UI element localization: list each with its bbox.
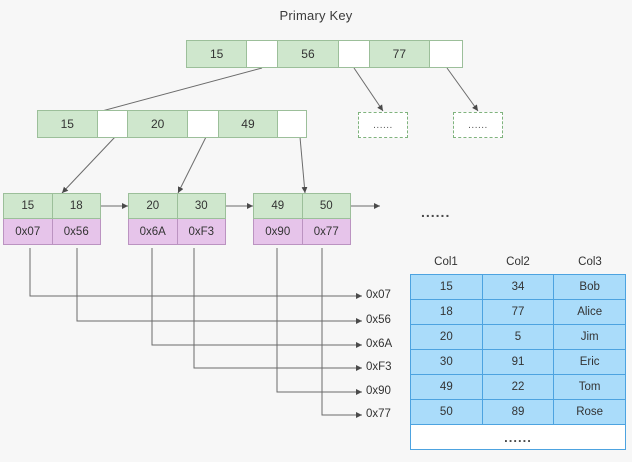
leaf-3-pointer-1[interactable]: 0x90 bbox=[254, 219, 303, 244]
dashed-node-2-label: ...... bbox=[468, 119, 488, 131]
edge-ptr-0x77 bbox=[321, 248, 362, 418]
table-row[interactable]: 49 22 Tom bbox=[410, 374, 626, 400]
table-more-label: ...... bbox=[410, 424, 626, 450]
internal-pointer-cell-2[interactable] bbox=[187, 111, 219, 137]
root-pointer-cell-3[interactable] bbox=[429, 41, 463, 67]
cell-r3c3: Jim bbox=[553, 324, 626, 350]
leaf-1-key-1[interactable]: 15 bbox=[4, 194, 53, 218]
edge-internal-to-leaf-1 bbox=[61, 136, 116, 194]
dashed-node-2[interactable]: ...... bbox=[453, 112, 503, 138]
data-table-header-row: Col1 Col2 Col3 bbox=[410, 256, 626, 274]
data-table-region: Col1 Col2 Col3 15 34 Bob 18 77 Alice 20 … bbox=[410, 256, 626, 450]
internal-key-cell-3[interactable]: 49 bbox=[218, 111, 279, 137]
internal-key-cell-1[interactable]: 15 bbox=[38, 111, 98, 137]
leaf-2-pointer-2[interactable]: 0xF3 bbox=[188, 225, 215, 238]
leaf-1-pointer-2[interactable]: 0x56 bbox=[63, 225, 89, 238]
table-row[interactable]: 15 34 Bob bbox=[410, 274, 626, 300]
edge-ptr-0x90 bbox=[276, 248, 362, 395]
edge-ptr-0x07 bbox=[29, 248, 362, 299]
cell-r1c1: 15 bbox=[410, 274, 483, 300]
leaf-node-2: 20 30 0x6A 0xF3 bbox=[128, 193, 226, 245]
column-header-col3: Col3 bbox=[578, 256, 602, 268]
leaf-3-key-2[interactable]: 50 bbox=[319, 200, 333, 212]
data-table: 15 34 Bob 18 77 Alice 20 5 Jim 30 91 bbox=[410, 274, 626, 450]
leaf-2-keys-row: 20 30 bbox=[128, 193, 226, 219]
leaf-1-keys-row: 15 18 bbox=[3, 193, 101, 219]
leaf-3-pointers-row: 0x90 0x77 bbox=[253, 219, 351, 245]
cell-r2c3: Alice bbox=[553, 299, 626, 325]
address-label-3: 0x6A bbox=[366, 338, 393, 350]
column-header-col1: Col1 bbox=[434, 256, 458, 268]
leaf-node-3: 49 50 0x90 0x77 bbox=[253, 193, 351, 245]
table-row[interactable]: 30 91 Eric bbox=[410, 349, 626, 375]
cell-r6c3: Rose bbox=[553, 399, 626, 425]
cell-r6c1: 50 bbox=[410, 399, 483, 425]
table-more-row[interactable]: ...... bbox=[410, 424, 626, 450]
address-label-1: 0x07 bbox=[366, 289, 391, 301]
column-header-col2: Col2 bbox=[506, 256, 530, 268]
cell-r5c2: 22 bbox=[481, 374, 555, 400]
leaf-2-pointers-row: 0x6A 0xF3 bbox=[128, 219, 226, 245]
internal-pointer-cell-3[interactable] bbox=[278, 111, 307, 137]
table-row[interactable]: 50 89 Rose bbox=[410, 399, 626, 425]
leaf-chain-ellipsis: ...... bbox=[421, 204, 451, 220]
root-key-cell-1[interactable]: 15 bbox=[187, 41, 248, 67]
cell-r2c2: 77 bbox=[481, 299, 555, 325]
cell-r6c2: 89 bbox=[481, 399, 555, 425]
address-label-6: 0x77 bbox=[366, 408, 391, 420]
leaf-3-pointer-2[interactable]: 0x77 bbox=[313, 225, 339, 238]
internal-key-cell-2[interactable]: 20 bbox=[128, 111, 188, 137]
leaf-1-key-2[interactable]: 18 bbox=[69, 200, 83, 212]
edge-internal-to-leaf-3 bbox=[299, 136, 308, 194]
cell-r3c2: 5 bbox=[481, 324, 555, 350]
leaf-node-1: 15 18 0x07 0x56 bbox=[3, 193, 101, 245]
leaf-1-pointers-row: 0x07 0x56 bbox=[3, 219, 101, 245]
leaf-2-key-1[interactable]: 20 bbox=[129, 194, 178, 218]
dashed-node-1[interactable]: ...... bbox=[358, 112, 408, 138]
cell-r1c2: 34 bbox=[481, 274, 555, 300]
internal-node: 15 20 49 bbox=[37, 110, 307, 138]
leaf-1-pointer-1[interactable]: 0x07 bbox=[4, 219, 53, 244]
table-row[interactable]: 20 5 Jim bbox=[410, 324, 626, 350]
cell-r5c3: Tom bbox=[553, 374, 626, 400]
cell-r4c1: 30 bbox=[410, 349, 483, 375]
edge-root-to-dashed-2 bbox=[446, 67, 479, 112]
table-row[interactable]: 18 77 Alice bbox=[410, 299, 626, 325]
edge-root-to-dashed-1 bbox=[353, 67, 384, 112]
cell-r4c3: Eric bbox=[553, 349, 626, 375]
internal-pointer-cell-1[interactable] bbox=[97, 111, 129, 137]
root-pointer-cell-1[interactable] bbox=[247, 41, 279, 67]
root-node: 15 56 77 bbox=[186, 40, 463, 68]
leaf-3-key-1[interactable]: 49 bbox=[254, 194, 303, 218]
root-key-cell-2[interactable]: 56 bbox=[278, 41, 339, 67]
address-label-4: 0xF3 bbox=[366, 361, 392, 373]
cell-r5c1: 49 bbox=[410, 374, 483, 400]
dashed-node-1-label: ...... bbox=[373, 119, 393, 131]
cell-r3c1: 20 bbox=[410, 324, 483, 350]
edge-internal-to-leaf-2 bbox=[177, 136, 207, 194]
leaf-2-key-2[interactable]: 30 bbox=[194, 200, 208, 212]
edge-ptr-0xF3 bbox=[193, 248, 362, 371]
root-pointer-cell-2[interactable] bbox=[338, 41, 370, 67]
diagram-title: Primary Key bbox=[279, 8, 353, 23]
leaf-3-keys-row: 49 50 bbox=[253, 193, 351, 219]
root-key-cell-3[interactable]: 77 bbox=[369, 41, 430, 67]
edge-ptr-0x6A bbox=[151, 248, 362, 348]
address-label-5: 0x90 bbox=[366, 385, 391, 397]
cell-r1c3: Bob bbox=[553, 274, 626, 300]
cell-r4c2: 91 bbox=[481, 349, 555, 375]
edge-ptr-0x56 bbox=[76, 248, 362, 324]
cell-r2c1: 18 bbox=[410, 299, 483, 325]
leaf-2-pointer-1[interactable]: 0x6A bbox=[129, 219, 178, 244]
address-label-2: 0x56 bbox=[366, 314, 391, 326]
